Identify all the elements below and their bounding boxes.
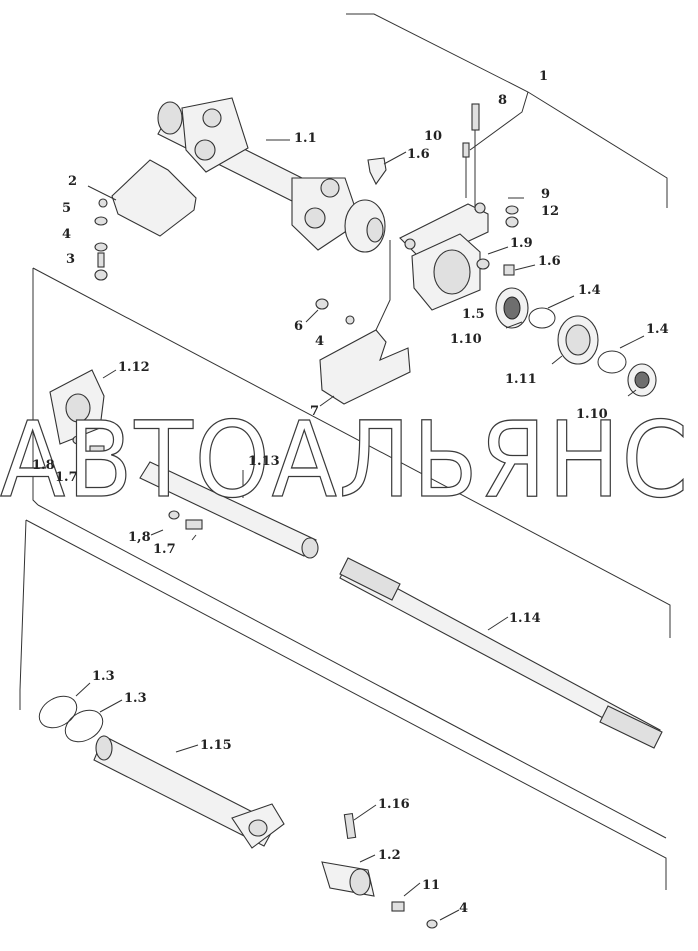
- pin-8: [471, 103, 480, 210]
- label-2: 2: [68, 174, 77, 189]
- rod-10: [462, 142, 470, 198]
- small-fasteners-right: [476, 205, 519, 276]
- label-11: 11: [422, 878, 440, 893]
- tube-1-15: [93, 735, 285, 849]
- label-1-14: 1.14: [509, 611, 541, 626]
- label-1-7-top: 1.7: [55, 470, 78, 485]
- label-1-3-left: 1.3: [92, 669, 115, 684]
- label-4-bottom: 4: [459, 901, 468, 916]
- label-1-10-top: 1.10: [450, 332, 482, 347]
- watermark-text: АВТОАЛЬЯНС: [0, 399, 690, 521]
- label-1-12: 1.12: [118, 360, 150, 375]
- cover-7: [315, 240, 411, 405]
- tube-1-13: [139, 461, 319, 559]
- part-labels: 1 8 10 1.1 1.6 2 9 5 12 4 1.9 3 1.6 1.4 …: [32, 69, 669, 916]
- flange-1-12: [49, 369, 105, 455]
- shaft-1-14: [339, 557, 663, 749]
- label-3: 3: [66, 252, 75, 267]
- rings-1-3: [38, 695, 104, 743]
- leader-lines: [75, 139, 645, 921]
- label-1: 1: [539, 69, 548, 84]
- bracket-2: [94, 159, 197, 281]
- label-1-5: 1.5: [462, 307, 485, 322]
- bearing-set: [495, 287, 657, 397]
- label-1-4-top: 1.4: [578, 283, 601, 298]
- label-1-11: 1.11: [505, 372, 537, 387]
- small-parts-bottom: [321, 812, 438, 929]
- label-1-7-bottom: 1.7: [153, 542, 176, 557]
- cardan-shaft-1-1: [157, 97, 386, 253]
- label-1-6-top: 1.6: [407, 147, 430, 162]
- label-1-8-top: 1.8: [32, 458, 55, 473]
- assembly-frame-lines: [19, 13, 671, 890]
- label-10: 10: [424, 129, 442, 144]
- label-6: 6: [294, 319, 303, 334]
- label-4-top: 4: [62, 227, 71, 242]
- label-1-16: 1.16: [378, 797, 410, 812]
- label-5: 5: [62, 201, 71, 216]
- label-1-13: 1.13: [248, 454, 280, 469]
- label-1-9: 1.9: [510, 236, 533, 251]
- label-1-1: 1.1: [294, 131, 317, 146]
- label-4-mid: 4: [315, 334, 324, 349]
- label-12: 12: [541, 204, 559, 219]
- label-1-3-right: 1.3: [124, 691, 147, 706]
- label-1-8-bottom: 1,8: [128, 530, 151, 545]
- label-1-2: 1.2: [378, 848, 401, 863]
- label-1-4-right: 1.4: [646, 322, 669, 337]
- label-7: 7: [310, 404, 319, 419]
- label-1-10-right: 1.10: [576, 407, 608, 422]
- breather-1-6: [367, 157, 387, 186]
- label-1-15: 1.15: [200, 738, 232, 753]
- housing-1-5: [399, 202, 489, 311]
- label-1-6-right: 1.6: [538, 254, 561, 269]
- label-9: 9: [541, 187, 550, 202]
- label-8: 8: [498, 93, 507, 108]
